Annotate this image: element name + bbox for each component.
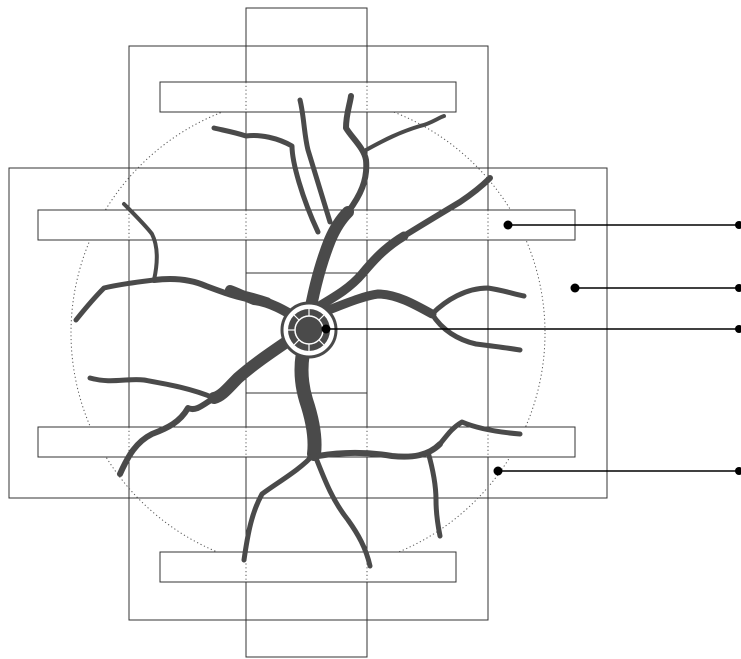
wide-frame-rect xyxy=(8,167,608,499)
callout-1-anchor-dot xyxy=(503,220,513,230)
callout-1 xyxy=(503,220,741,230)
callout-3-anchor-dot xyxy=(321,324,331,334)
callout-1-end-dot xyxy=(735,221,741,229)
bar-top xyxy=(159,81,457,113)
circular-boundary xyxy=(70,95,546,571)
callout-3-end-dot xyxy=(735,325,741,333)
mid-frame-rect xyxy=(128,45,489,621)
bar-lower xyxy=(37,426,576,458)
callout-4 xyxy=(493,466,741,476)
bar-upper xyxy=(37,209,576,241)
bar-bottom xyxy=(159,551,457,583)
callout-4-anchor-dot xyxy=(493,466,503,476)
callout-group xyxy=(321,220,741,476)
callout-2-end-dot xyxy=(735,284,741,292)
bar-group xyxy=(37,81,576,583)
callout-3 xyxy=(321,324,741,334)
central-ring xyxy=(280,301,338,359)
callout-4-end-dot xyxy=(735,467,741,475)
callout-2 xyxy=(570,283,741,293)
callout-2-anchor-dot xyxy=(570,283,580,293)
narrow-frame-rect xyxy=(245,7,368,658)
